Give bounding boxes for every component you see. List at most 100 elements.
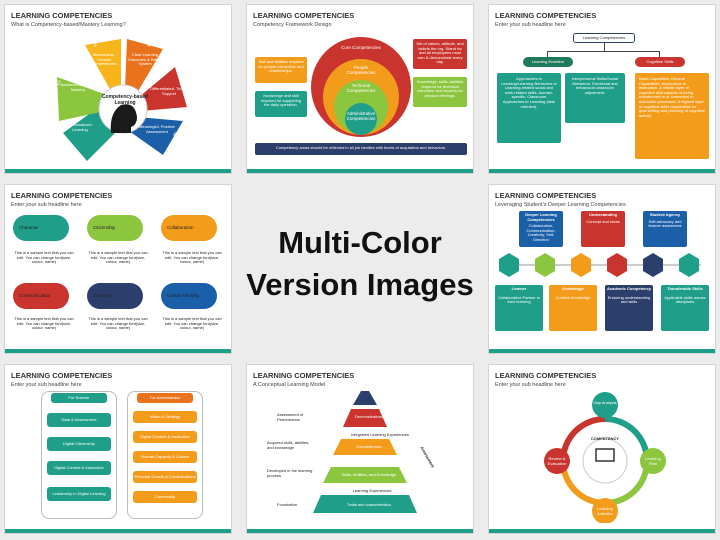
note-left-1: Soft and abilities required for people i…: [255, 57, 307, 83]
slide-title: LEARNING COMPETENCIES: [11, 191, 113, 200]
sample-text: This is a sample text that you can edit.…: [14, 250, 74, 265]
left-box-2: Interpersonal Skills/Social Behaviors. E…: [565, 73, 625, 123]
slide-six-skills[interactable]: LEARNING COMPETENCIES Enter your sub hea…: [4, 184, 232, 354]
slide-framework-design[interactable]: LEARNING COMPETENCIES Competency Framewo…: [246, 4, 474, 174]
node-2: Learning Plan: [645, 456, 661, 466]
sample-text: This is a sample text that you can edit.…: [162, 316, 222, 331]
layer-1: Demonstrations: [354, 414, 383, 419]
petal-4: [125, 39, 163, 93]
bottom-card-4: Transferable Skills Applicable skills ac…: [661, 285, 709, 331]
teacher-item-4: Leadership in Digital Learning: [47, 487, 111, 501]
slide-subtitle: Enter your sub headline here: [495, 22, 566, 28]
slide-teacher-admin[interactable]: LEARNING COMPETENCIES Enter your sub hea…: [4, 364, 232, 534]
admin-item-1: Vision & Strategy: [133, 411, 197, 423]
card-body: Collaboration, Communication, Creativity…: [526, 223, 556, 242]
teacher-panel: [41, 391, 117, 519]
sample-text: This is a sample text that you can edit.…: [14, 316, 74, 331]
teacher-item-1: Data & Assessment: [47, 413, 111, 427]
card-body: Applicable skills across disciplines: [664, 294, 706, 305]
root-node: Learning Competencies: [573, 33, 635, 43]
right-box: Basic Capacities: General Capabilities, …: [635, 73, 709, 159]
card-head: Academic Competency: [607, 286, 652, 291]
slide-footer-bar: [247, 169, 473, 173]
top-card-2: Understanding Concept and Ideas: [581, 211, 625, 247]
petal-3-num: 3: [93, 43, 97, 49]
sample-text: This is a sample text that you can edit.…: [88, 316, 148, 331]
card-head: Learner: [511, 286, 527, 291]
circle-people: People Competencies: [346, 65, 376, 76]
petal-4-text: Clear Learning Outcomes & Rating System: [127, 52, 163, 67]
admin-item-3: Human Capacity & Culture: [133, 451, 197, 463]
skill-communication: Communication: [13, 283, 69, 309]
teacher-head: For Teacher: [51, 393, 107, 403]
hexagon-row: [499, 253, 701, 277]
cycle-diagram: [544, 392, 666, 523]
layer-4: Traits and characteristics: [346, 502, 392, 507]
card-body: Enduring understanding and skills: [607, 294, 651, 305]
skill-citizenship: Citizenship: [87, 215, 143, 241]
between-1: Integrated Learning Experiences: [351, 432, 409, 437]
petal-2-num: 2: [57, 81, 61, 87]
center-line-1: Multi-Color: [278, 225, 442, 261]
skill-label: Character: [19, 225, 39, 231]
petal-2-text: Advancement upon Mastery: [60, 82, 96, 92]
slide-footer-bar: [247, 529, 473, 533]
skill-label: Communication: [19, 293, 51, 299]
circle-administrative: Administrative Competencies: [346, 111, 376, 122]
circle-technical: Technical Competencies: [346, 83, 376, 94]
card-head: Student Agency: [649, 212, 681, 217]
slide-learning-model[interactable]: LEARNING COMPETENCIES A Conceptual Learn…: [246, 364, 474, 534]
petal-diagram: [57, 39, 187, 161]
skill-label: Citizenship: [93, 225, 116, 231]
teacher-item-3: Digital Content & Instruction: [47, 461, 111, 475]
card-body: Collaborative Partner in their learning: [498, 294, 540, 305]
card-head: Deeper Learning Competencies: [525, 212, 557, 222]
concentric-circles: [311, 37, 411, 137]
left-box-1: Approaches to Learning/Learning Behavior…: [497, 73, 561, 143]
slide-competency-based[interactable]: LEARNING COMPETENCIES What is Competency…: [4, 4, 232, 174]
note-left-2: Knowledge and skill required for support…: [255, 91, 307, 117]
card-body: Content Knowledge: [555, 294, 591, 300]
top-card-3: Student Agency Self-advocacy and learner…: [643, 211, 687, 247]
admin-item-5: Community: [133, 491, 197, 503]
skill-creativity: Creativity: [87, 283, 143, 309]
admin-item-4: Personal Growth & Considerations: [133, 471, 197, 483]
slide-subtitle: Leveraging Student's Deeper Learning Com…: [495, 202, 626, 208]
admin-head: For Administrator: [137, 393, 193, 403]
slide-competency-cycle[interactable]: LEARNING COMPETENCIES Enter your sub hea…: [488, 364, 716, 534]
bottom-card-1: Learner Collaborative Partner in their l…: [495, 285, 543, 331]
center-heading: Multi-Color Version Images: [236, 178, 484, 350]
slide-subtitle: What is Competency-based/Mastery Learnin…: [11, 22, 126, 28]
slide-subtitle: Enter your sub headline here: [11, 202, 82, 208]
slide-footer-bar: [489, 169, 715, 173]
slide-title: LEARNING COMPETENCIES: [253, 11, 355, 20]
circle-core: Core Competencies: [341, 45, 381, 50]
petal-5: [139, 67, 187, 111]
slide-title: LEARNING COMPETENCIES: [495, 11, 597, 20]
slide-title: LEARNING COMPETENCIES: [253, 371, 355, 380]
slide-deeper-learning[interactable]: LEARNING COMPETENCIES Leveraging Student…: [488, 184, 716, 354]
slide-title: LEARNING COMPETENCIES: [495, 371, 597, 380]
slide-enablers-cognitive[interactable]: LEARNING COMPETENCIES Enter your sub hea…: [488, 4, 716, 174]
card-head: Knowledge: [562, 286, 584, 291]
bottom-card-2: Knowledge Content Knowledge: [549, 285, 597, 331]
petal-6-num: 6: [173, 133, 177, 139]
petal-6-text: Meaningful, Positive Assessment: [139, 124, 175, 134]
slide-subtitle: Enter your sub headline here: [11, 382, 82, 388]
sample-text: This is a sample text that you can edit.…: [162, 250, 222, 265]
slide-footer-bar: [5, 169, 231, 173]
top-card-1: Deeper Learning Competencies Collaborati…: [519, 211, 563, 247]
petal-4-num: 4: [147, 43, 151, 49]
admin-panel: [127, 391, 203, 519]
slide-subtitle: Enter your sub headline here: [495, 382, 566, 388]
petal-5-text: Differentiated, Timely Support: [150, 86, 188, 96]
footer-note: Competency areas should be reflected in …: [255, 143, 467, 155]
note-right-1: Set of values, attitude, and beliefs the…: [413, 39, 467, 69]
layer-3: Skills, Abilities, and Knowledge: [341, 472, 397, 477]
right-head: Cognitive Skills: [635, 57, 685, 67]
petal-6: [129, 117, 183, 155]
bottom-card-3: Academic Competency Enduring understandi…: [605, 285, 653, 331]
card-body: Self-advocacy and learner awareness: [648, 218, 682, 229]
petal-3: [85, 39, 121, 91]
petal-1-num: 1: [57, 131, 61, 137]
